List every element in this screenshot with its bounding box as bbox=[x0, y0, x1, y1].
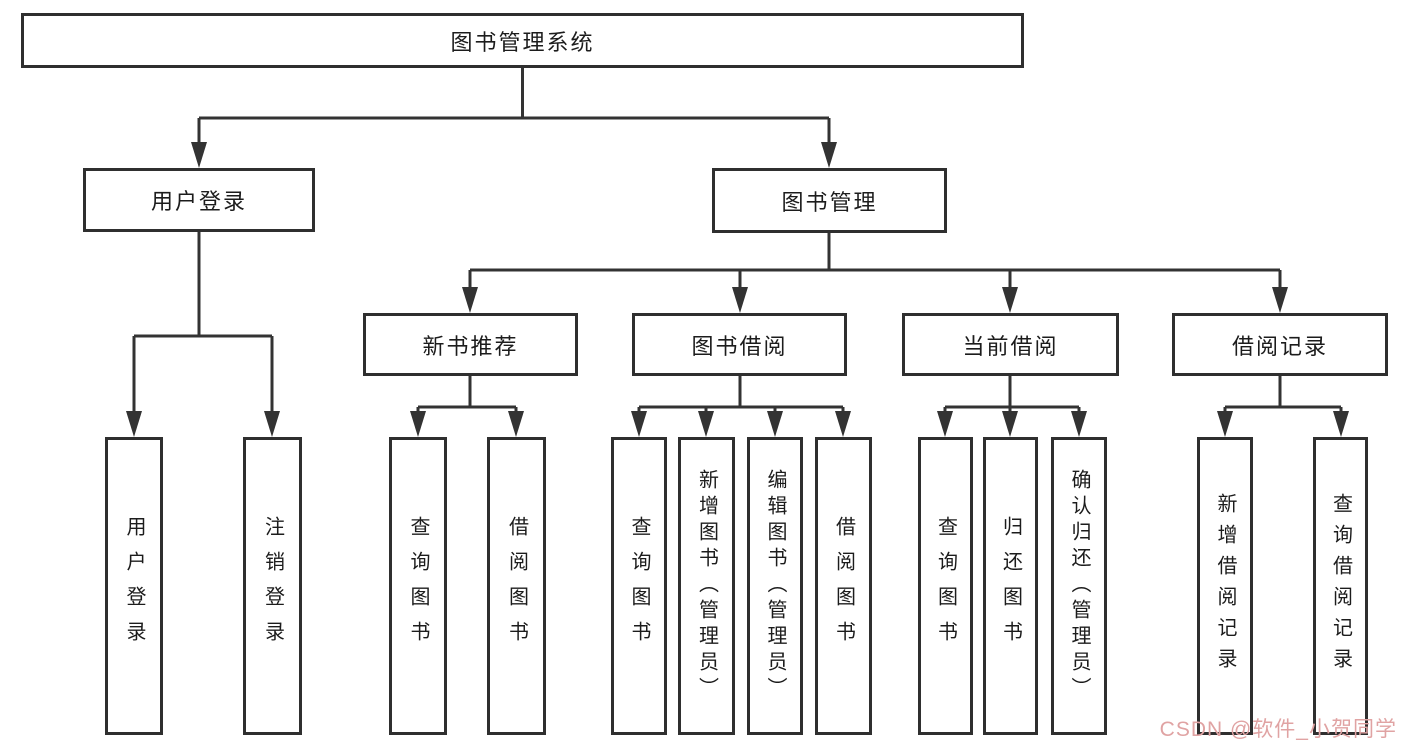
node-current-borrow: 当前借阅 bbox=[902, 313, 1119, 376]
leaf-return-books-label: 归还图书 bbox=[999, 516, 1022, 656]
leaf-borrow-books-label: 借阅图书 bbox=[832, 516, 855, 656]
branch-current-borrow bbox=[937, 376, 1087, 437]
branch-user-login bbox=[126, 232, 280, 437]
leaf-add-borrow-record: 新增借阅记录 bbox=[1197, 437, 1253, 735]
node-new-book-recommend: 新书推荐 bbox=[363, 313, 578, 376]
csdn-watermark: CSDN @软件_小贺同学 bbox=[1159, 718, 1397, 741]
leaf-logout-label: 注销登录 bbox=[261, 516, 284, 656]
leaf-edit-books-admin-label: 编辑图书（管理员） bbox=[764, 469, 786, 703]
node-book-borrow: 图书借阅 bbox=[632, 313, 847, 376]
leaf-query-books-label: 查询图书 bbox=[628, 516, 650, 656]
node-current-borrow-label: 当前借阅 bbox=[962, 333, 1059, 359]
leaf-borrow-books-label: 借阅图书 bbox=[505, 516, 528, 656]
branch-borrow-records bbox=[1217, 376, 1349, 437]
leaf-user-login-label: 用户登录 bbox=[123, 516, 145, 656]
leaf-return-books: 归还图书 bbox=[983, 437, 1038, 735]
node-user-login-label: 用户登录 bbox=[150, 189, 247, 214]
leaf-query-books: 查询图书 bbox=[611, 437, 667, 735]
leaf-confirm-return-admin: 确认归还（管理员） bbox=[1051, 437, 1107, 735]
node-book-borrow-label: 图书借阅 bbox=[691, 333, 788, 359]
leaf-borrow-books: 借阅图书 bbox=[815, 437, 872, 735]
leaf-add-borrow-record-label: 新增借阅记录 bbox=[1214, 493, 1236, 679]
branch-book-borrow bbox=[631, 376, 851, 437]
branch-root bbox=[191, 68, 837, 168]
leaf-logout: 注销登录 bbox=[243, 437, 302, 735]
leaf-query-books: 查询图书 bbox=[918, 437, 973, 735]
leaf-user-login: 用户登录 bbox=[105, 437, 163, 735]
leaf-add-books-admin-label: 新增图书（管理员） bbox=[695, 469, 718, 703]
leaf-add-books-admin: 新增图书（管理员） bbox=[678, 437, 735, 735]
leaf-borrow-books: 借阅图书 bbox=[487, 437, 546, 735]
leaf-query-books-label: 查询图书 bbox=[407, 516, 429, 656]
leaf-query-borrow-record: 查询借阅记录 bbox=[1313, 437, 1368, 735]
node-borrow-records-label: 借阅记录 bbox=[1231, 333, 1328, 359]
node-book-management-label: 图书管理 bbox=[781, 189, 878, 215]
node-root-system: 图书管理系统 bbox=[21, 13, 1024, 68]
node-borrow-records: 借阅记录 bbox=[1172, 313, 1388, 376]
node-root-label: 图书管理系统 bbox=[450, 29, 595, 55]
leaf-confirm-return-admin-label: 确认归还（管理员） bbox=[1068, 469, 1090, 703]
leaf-edit-books-admin: 编辑图书（管理员） bbox=[747, 437, 803, 735]
leaf-query-borrow-record-label: 查询借阅记录 bbox=[1329, 493, 1352, 679]
node-book-management: 图书管理 bbox=[712, 168, 947, 233]
node-user-login: 用户登录 bbox=[83, 168, 315, 232]
branch-new-book-recommend bbox=[410, 376, 524, 437]
leaf-query-books-label: 查询图书 bbox=[934, 516, 957, 656]
node-new-book-recommend-label: 新书推荐 bbox=[422, 333, 519, 359]
leaf-query-books: 查询图书 bbox=[389, 437, 447, 735]
branch-book-management bbox=[462, 233, 1288, 313]
